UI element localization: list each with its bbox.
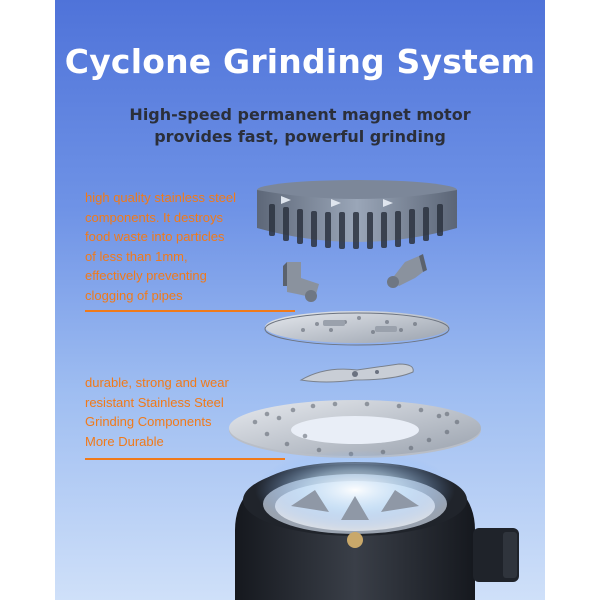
callout-stainless-components: high quality stainless steel components.…: [85, 188, 260, 305]
callout-line: effectively preventing: [85, 268, 207, 283]
left-margin: [0, 0, 55, 600]
right-margin: [545, 0, 600, 600]
page-title: Cyclone Grinding System: [64, 42, 536, 81]
subtitle: High-speed permanent magnet motor provid…: [55, 104, 545, 148]
callout-grinding-components: durable, strong and wear resistant Stain…: [85, 373, 260, 451]
swivel-blade-icon: [299, 363, 414, 383]
callout-line: resistant Stainless Steel: [85, 394, 224, 410]
callout-line: high quality stainless steel: [85, 190, 237, 205]
callout-line: clogging of pipes: [85, 287, 183, 303]
subtitle-line-1: High-speed permanent magnet motor: [129, 105, 471, 124]
callout-leader-line-1: [85, 310, 295, 312]
perforated-shredder-plate-icon: [229, 400, 481, 458]
impeller-lug-icon: [283, 254, 427, 302]
callout-line: durable, strong and wear: [85, 375, 229, 390]
callout-line: of less than 1mm,: [85, 248, 188, 264]
grinding-ring-icon: [257, 180, 457, 249]
callout-leader-line-2: [85, 458, 285, 460]
callout-line: components. It destroys: [85, 209, 224, 225]
callout-line: More Durable: [85, 433, 164, 449]
callout-line: Grinding Components: [85, 414, 212, 429]
exploded-components-illustration: [229, 180, 519, 600]
callout-line: food waste into particles: [85, 229, 225, 244]
turntable-plate-icon: [264, 311, 450, 346]
subtitle-line-2: provides fast, powerful grinding: [154, 127, 446, 146]
motor-base-icon: [235, 450, 519, 600]
